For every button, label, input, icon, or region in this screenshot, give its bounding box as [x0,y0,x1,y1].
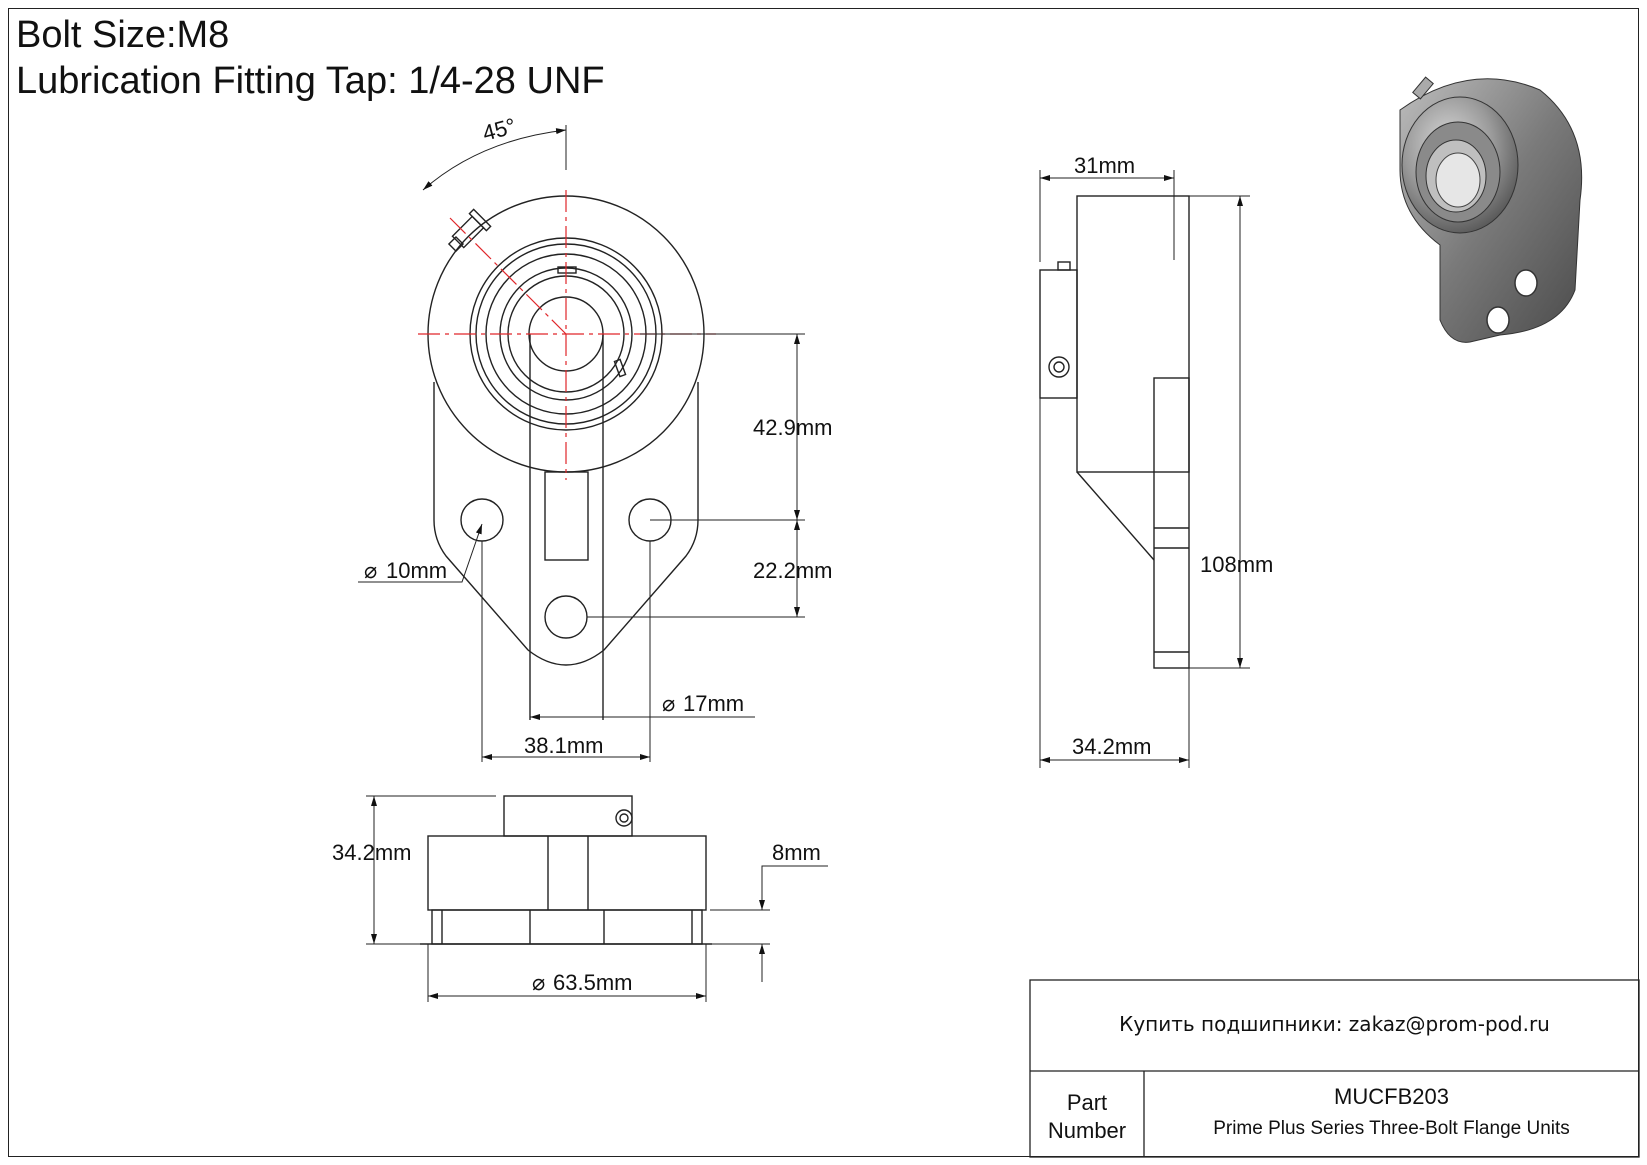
part-description: Prime Plus Series Three-Bolt Flange Unit… [1213,1118,1570,1139]
grease-fitting [447,208,492,253]
side-dimensions [1039,170,1250,768]
dim-63-5: 63.5mm [553,970,632,995]
dim-31: 31mm [1074,153,1135,178]
dim-diameter-symbol: ⌀ [364,558,377,583]
dim-22-2: 22.2mm [753,558,832,583]
part-label-1: Part [1066,1090,1108,1115]
dim-42-9: 42.9mm [753,415,832,440]
part-label-2: Number [1047,1118,1127,1143]
bolt-hole-left [460,498,504,542]
dim-diameter-symbol: ⌀ [662,691,675,716]
dim-38-1: 38.1mm [524,733,603,758]
dim-34-2-side: 34.2mm [1072,734,1151,759]
front-dimensions [358,125,805,762]
dim-34-2-bottom: 34.2mm [332,840,411,865]
bolt-size-label: Bolt Size:M8 [16,14,230,56]
centerlines [418,190,716,480]
lube-fitting-label: Lubrication Fitting Tap: 1/4-28 UNF [16,60,605,102]
dim-8: 8mm [772,840,821,865]
drawing-frame [8,8,1639,1157]
dim-diameter-symbol: ⌀ [532,970,545,995]
contact-text: Купить подшипники: zakaz@prom-pod.ru [1119,1012,1550,1036]
bolt-hole-bottom [544,595,588,639]
part-number: MUCFB203 [1334,1084,1449,1109]
flange-outline [433,382,699,666]
side-view [1039,195,1190,669]
dim-108: 108mm [1200,552,1273,577]
dim-17: 17mm [683,691,744,716]
bottom-view [420,795,712,945]
bearing-3d-render-icon [1399,76,1583,343]
dim-10: 10mm [386,558,447,583]
bottom-dimensions [366,795,828,1002]
title-block [1029,979,1640,1158]
